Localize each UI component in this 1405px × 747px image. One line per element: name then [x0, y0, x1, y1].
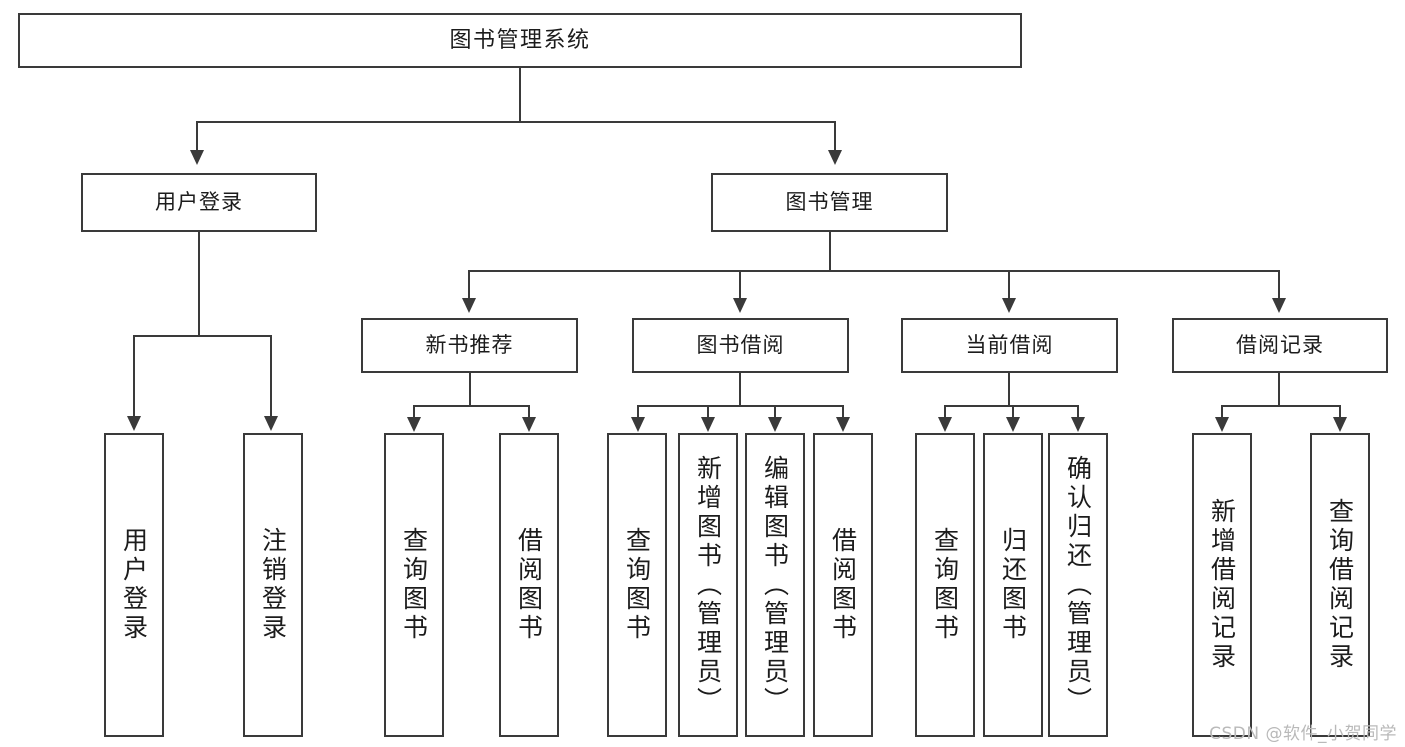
node-label: 借阅图书 — [514, 527, 544, 643]
arrowhead-current-borrow-to-leaf-3 — [1071, 417, 1085, 432]
leaf-book-borrow-edit-book-admin[interactable]: 编辑图书（管理员） — [745, 433, 805, 737]
connector-bm-to-new-book — [468, 270, 470, 300]
arrowhead-book-borrow-to-leaf-4 — [836, 417, 850, 432]
node-label: 图书管理系统 — [449, 27, 591, 53]
leaf-book-borrow-borrow-book[interactable]: 借阅图书 — [813, 433, 873, 737]
arrowhead-user-login-to-leaf-2 — [264, 416, 278, 431]
connector-book-borrow-to-leaf-1 — [637, 405, 639, 419]
connector-book-borrow-stem — [739, 373, 741, 406]
connector-current-borrow-bus — [944, 405, 1078, 407]
leaf-new-book-borrow-book[interactable]: 借阅图书 — [499, 433, 559, 737]
node-label: 新增图书（管理员） — [693, 454, 723, 716]
node-label: 图书借阅 — [696, 333, 785, 358]
connector-current-borrow-stem — [1008, 373, 1010, 406]
connector-bm-to-book-borrow — [739, 270, 741, 300]
arrowhead-borrow-record-to-leaf-1 — [1215, 417, 1229, 432]
connector-book-management-stem — [829, 232, 831, 271]
node-label: 用户登录 — [119, 527, 149, 643]
node-label: 确认归还（管理员） — [1063, 454, 1093, 716]
leaf-user-login-logout[interactable]: 注销登录 — [243, 433, 303, 737]
leaf-book-borrow-add-book-admin[interactable]: 新增图书（管理员） — [678, 433, 738, 737]
connector-current-borrow-to-leaf-2 — [1012, 405, 1014, 419]
connector-borrow-record-to-leaf-1 — [1221, 405, 1223, 419]
arrowhead-bm-to-current-borrow — [1002, 298, 1016, 313]
connector-current-borrow-to-leaf-1 — [944, 405, 946, 419]
arrowhead-new-book-to-leaf-1 — [407, 417, 421, 432]
leaf-borrow-record-query-record[interactable]: 查询借阅记录 — [1310, 433, 1370, 737]
arrowhead-borrow-record-to-leaf-2 — [1333, 417, 1347, 432]
connector-user-login-bus — [133, 335, 270, 337]
node-book-management[interactable]: 图书管理 — [711, 173, 948, 232]
connector-new-book-stem — [469, 373, 471, 406]
leaf-new-book-query-book[interactable]: 查询图书 — [384, 433, 444, 737]
connector-bm-to-borrow-record — [1278, 270, 1280, 300]
leaf-user-login-login[interactable]: 用户登录 — [104, 433, 164, 737]
connector-book-borrow-to-leaf-3 — [774, 405, 776, 419]
leaf-borrow-record-add-record[interactable]: 新增借阅记录 — [1192, 433, 1252, 737]
connector-user-login-to-leaf-2 — [270, 335, 272, 418]
node-borrow-record[interactable]: 借阅记录 — [1172, 318, 1388, 373]
node-root-book-management-system[interactable]: 图书管理系统 — [18, 13, 1022, 68]
leaf-current-borrow-confirm-return-admin[interactable]: 确认归还（管理员） — [1048, 433, 1108, 737]
node-label: 借阅图书 — [828, 527, 858, 643]
connector-new-book-to-leaf-1 — [413, 405, 415, 419]
arrowhead-bm-to-book-borrow — [733, 298, 747, 313]
leaf-current-borrow-query-book[interactable]: 查询图书 — [915, 433, 975, 737]
leaf-book-borrow-query-book[interactable]: 查询图书 — [607, 433, 667, 737]
connector-new-book-to-leaf-2 — [528, 405, 530, 419]
connector-book-borrow-to-leaf-4 — [842, 405, 844, 419]
connector-root-stem — [519, 68, 521, 122]
node-label: 查询图书 — [930, 527, 960, 643]
arrowhead-new-book-to-leaf-2 — [522, 417, 536, 432]
node-label: 查询图书 — [622, 527, 652, 643]
connector-user-login-to-leaf-1 — [133, 335, 135, 418]
arrowhead-root-to-book-management — [828, 150, 842, 165]
connector-book-borrow-bus — [637, 405, 844, 407]
node-label: 新书推荐 — [425, 333, 514, 358]
node-label: 当前借阅 — [965, 333, 1054, 358]
connector-borrow-record-stem — [1278, 373, 1280, 406]
connector-current-borrow-to-leaf-3 — [1077, 405, 1079, 419]
arrowhead-current-borrow-to-leaf-1 — [938, 417, 952, 432]
node-label: 查询图书 — [399, 527, 429, 643]
arrowhead-bm-to-borrow-record — [1272, 298, 1286, 313]
connector-bm-to-current-borrow — [1008, 270, 1010, 300]
connector-new-book-bus — [413, 405, 529, 407]
arrowhead-user-login-to-leaf-1 — [127, 416, 141, 431]
arrowhead-current-borrow-to-leaf-2 — [1006, 417, 1020, 432]
node-current-borrow[interactable]: 当前借阅 — [901, 318, 1118, 373]
arrowhead-book-borrow-to-leaf-3 — [768, 417, 782, 432]
connector-borrow-record-to-leaf-2 — [1339, 405, 1341, 419]
node-label: 归还图书 — [998, 527, 1028, 643]
node-label: 用户登录 — [155, 190, 243, 215]
node-label: 图书管理 — [785, 190, 874, 215]
connector-root-to-user-login — [196, 121, 198, 153]
arrowhead-book-borrow-to-leaf-2 — [701, 417, 715, 432]
node-label: 查询借阅记录 — [1325, 498, 1355, 672]
arrowhead-bm-to-new-book — [462, 298, 476, 313]
connector-book-borrow-to-leaf-2 — [707, 405, 709, 419]
leaf-current-borrow-return-book[interactable]: 归还图书 — [983, 433, 1043, 737]
connector-borrow-record-bus — [1221, 405, 1340, 407]
node-new-book-recommend[interactable]: 新书推荐 — [361, 318, 578, 373]
connector-root-bus — [196, 121, 836, 123]
node-label: 注销登录 — [258, 527, 288, 643]
arrowhead-root-to-user-login — [190, 150, 204, 165]
arrowhead-book-borrow-to-leaf-1 — [631, 417, 645, 432]
connector-root-to-book-management — [834, 121, 836, 153]
node-user-login[interactable]: 用户登录 — [81, 173, 317, 232]
connector-user-login-stem — [198, 232, 200, 336]
node-book-borrow[interactable]: 图书借阅 — [632, 318, 849, 373]
node-label: 新增借阅记录 — [1207, 498, 1237, 672]
connector-book-management-bus — [468, 270, 1280, 272]
node-label: 借阅记录 — [1236, 333, 1324, 358]
node-label: 编辑图书（管理员） — [760, 454, 790, 716]
